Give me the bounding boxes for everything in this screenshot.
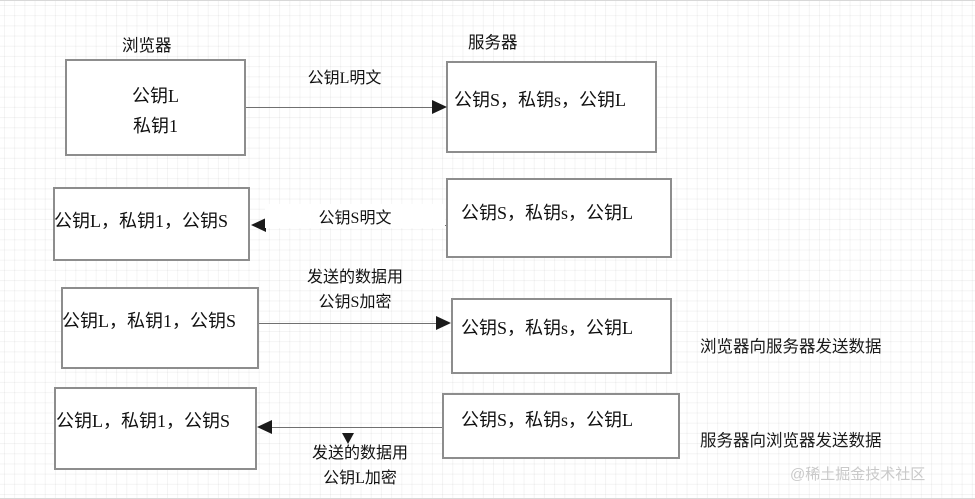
browser-node-1	[65, 59, 246, 156]
side-note-server-to-browser: 服务器向浏览器发送数据	[700, 432, 882, 450]
edge-label-3-line1: 发送的数据用	[306, 269, 403, 286]
server-node-3	[451, 298, 672, 374]
edge-label-4-line1: 发送的数据用	[311, 445, 408, 462]
browser-node-3-line1: 公钥L，私钥1，公钥S	[62, 311, 237, 331]
arrow-head-1	[432, 100, 447, 114]
server-node-1	[446, 61, 657, 153]
server-node-4	[442, 393, 680, 459]
column-heading-server: 服务器	[468, 34, 518, 52]
browser-node-2	[53, 187, 250, 261]
browser-node-1-line2: 私钥1	[133, 116, 178, 136]
server-node-2-line1: 公钥S，私钥s，公钥L	[461, 203, 634, 223]
browser-node-4-line1: 公钥L，私钥1，公钥S	[56, 411, 231, 431]
mouse-cursor-icon	[342, 433, 354, 444]
server-node-2	[446, 178, 672, 258]
arrow-line-1	[246, 107, 444, 108]
server-node-1-line1: 公钥S，私钥s，公钥L	[454, 90, 627, 110]
arrow-line-3	[259, 323, 449, 324]
arrow-head-3	[436, 316, 451, 330]
browser-node-1-line1: 公钥L	[132, 86, 179, 106]
edge-label-3-line2: 公钥S加密	[318, 294, 392, 311]
browser-node-4	[54, 387, 257, 470]
edge-label-1-line1: 公钥L明文	[307, 70, 382, 87]
watermark-label: @稀土掘金技术社区	[790, 466, 926, 483]
column-heading-browser: 浏览器	[122, 37, 172, 55]
side-note-browser-to-server: 浏览器向服务器发送数据	[700, 338, 882, 356]
server-node-3-line1: 公钥S，私钥s，公钥L	[461, 318, 634, 338]
server-node-4-line1: 公钥S，私钥s，公钥L	[461, 410, 634, 430]
arrow-line-4	[272, 427, 442, 428]
arrow-head-4	[257, 420, 272, 434]
browser-node-2-line1: 公钥L，私钥1，公钥S	[54, 211, 229, 231]
edge-label-4-line2: 公钥L加密	[323, 470, 397, 487]
arrow-head-2	[251, 218, 266, 232]
edge-label-2-line1: 公钥S明文	[265, 204, 445, 228]
browser-node-3	[61, 287, 259, 369]
